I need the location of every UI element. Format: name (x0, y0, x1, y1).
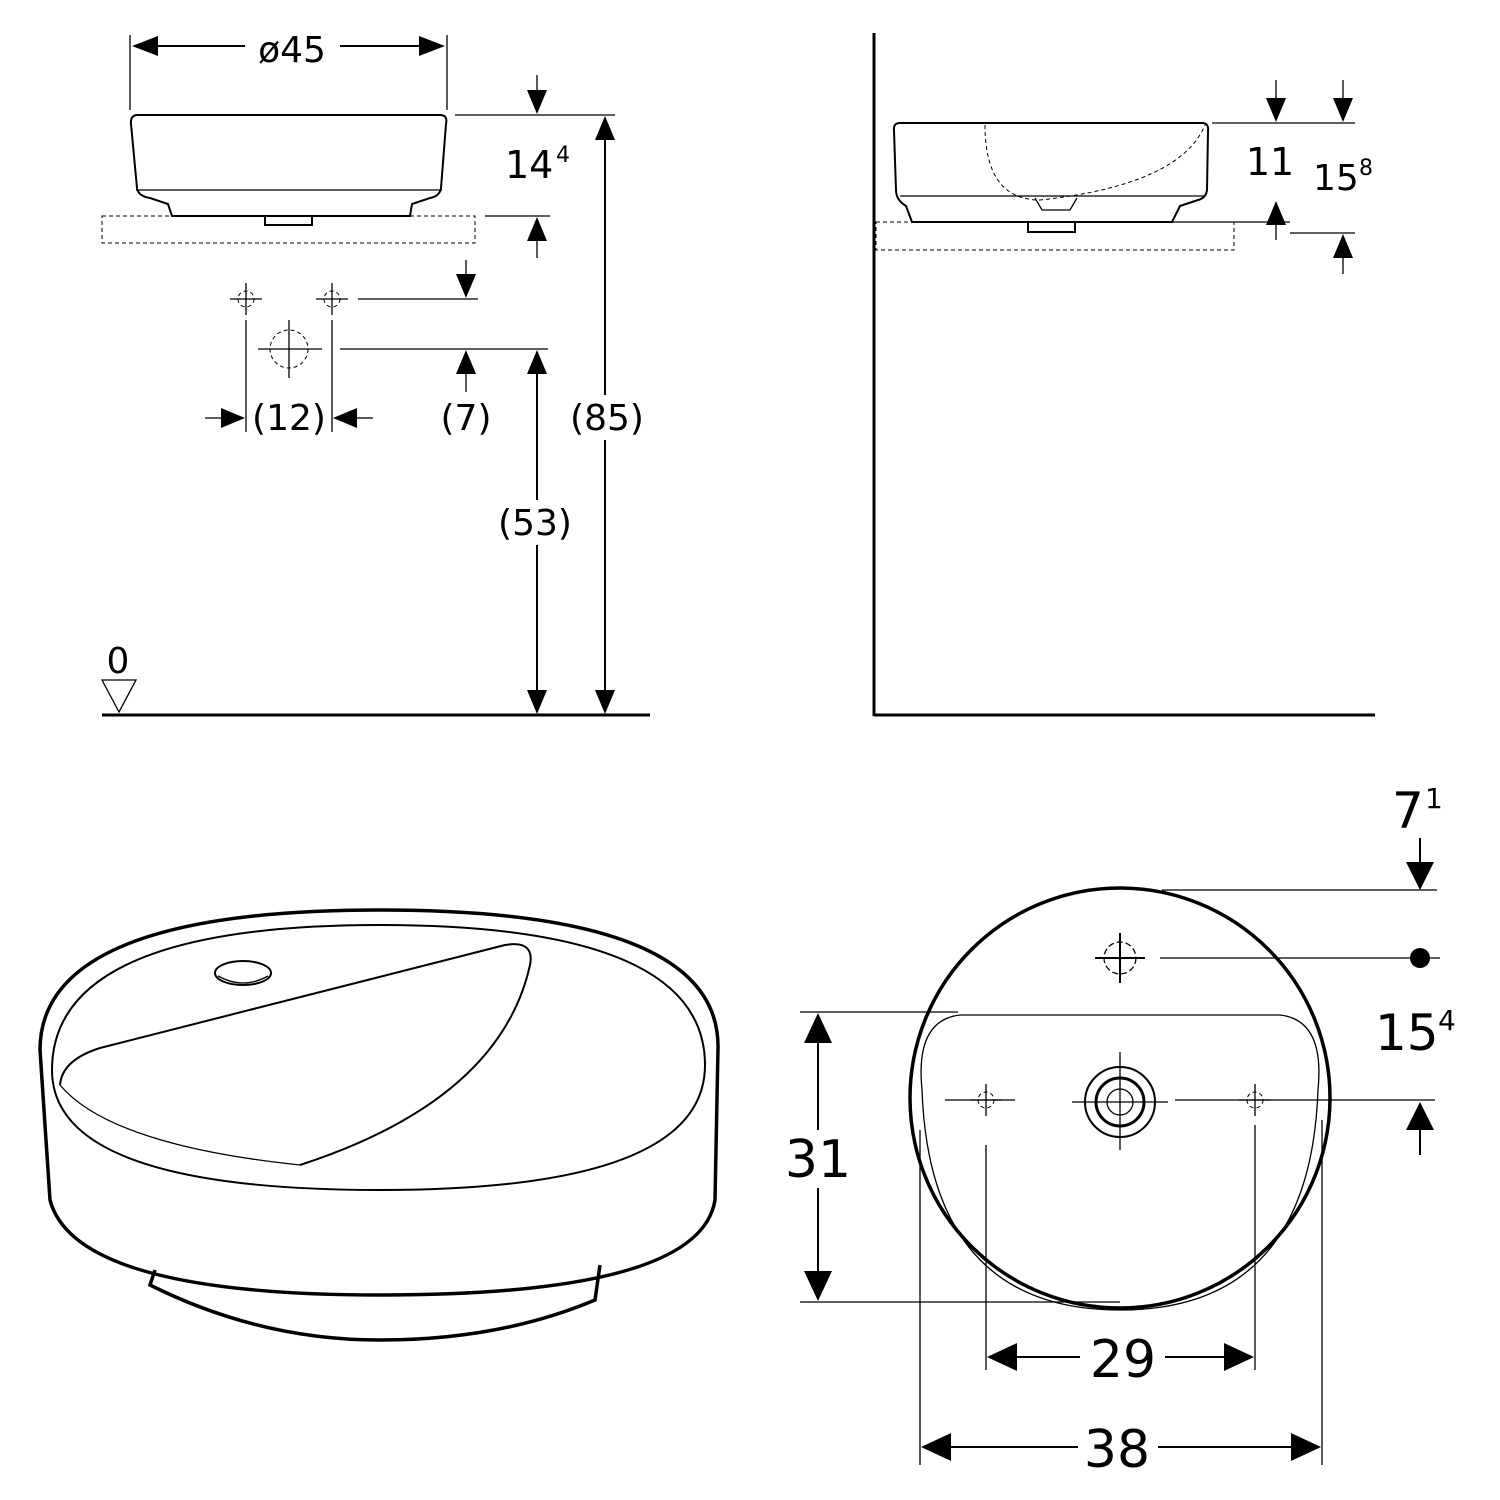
outer-height-sup: 8 (1359, 156, 1373, 181)
inner-width-label: 29 (1090, 1330, 1156, 1390)
floor-level-label: 0 (107, 641, 130, 682)
arrow-down-icon (1406, 862, 1434, 890)
arrow-left-icon (921, 1433, 951, 1461)
tap-hole-icon (214, 960, 272, 986)
arrow-up-icon (595, 116, 615, 140)
tap-hole-crosshair-icon (1095, 933, 1145, 983)
countertop-side-outline (875, 221, 1235, 251)
hole-spacing-label: (12) (252, 398, 326, 439)
arrow-right-icon (1291, 1433, 1321, 1461)
arrow-left-icon (987, 1343, 1017, 1371)
bowl-depth-label: 31 (785, 1130, 851, 1190)
outer-height-label: 15 (1313, 158, 1359, 199)
front-view: ø45 14 4 (7) (100, 30, 650, 717)
bowl-inner-edge (59, 943, 532, 1166)
drain-crosshair-icon (258, 320, 322, 378)
inner-height-label: 11 (1246, 140, 1294, 184)
arrow-up-icon (456, 350, 476, 374)
basin-inner-curve (984, 124, 1206, 201)
basin-front-outline (129, 114, 448, 217)
edge-offset-label: 7 (1392, 782, 1424, 840)
hole-offset-label-top: 15 (1375, 1004, 1439, 1062)
arrow-right-icon (419, 36, 445, 56)
reference-point-icon (1410, 948, 1430, 968)
arrow-down-icon (456, 274, 476, 298)
basin-side-outline (892, 122, 1210, 223)
arrow-down-icon (595, 690, 615, 714)
side-view: 11 15 8 (872, 33, 1375, 717)
bowl-height-label: 14 (505, 143, 553, 187)
tap-hole-left-icon (229, 282, 263, 316)
perspective-view (38, 908, 720, 1342)
bowl-top-outline (920, 1014, 1320, 1311)
basin-body-outline (38, 908, 720, 1297)
countertop-outline (101, 215, 476, 244)
arrow-down-icon (527, 90, 547, 114)
basin-top-outline (908, 886, 1332, 1310)
diameter-label: ø45 (258, 30, 326, 71)
arrow-left-icon (132, 36, 158, 56)
drain-top-icon (1072, 1052, 1168, 1150)
total-height-label: (85) (570, 398, 644, 439)
arrow-down-icon (1266, 98, 1286, 122)
arrow-down-icon (527, 690, 547, 714)
hole-offset-label: (7) (441, 398, 492, 439)
hole-offset-sup-top: 4 (1438, 1004, 1456, 1037)
arrow-right-icon (221, 408, 245, 428)
basin-foot (147, 1264, 602, 1342)
basin-rim (50, 923, 707, 1192)
arrow-right-icon (1224, 1343, 1254, 1371)
top-view: 7 1 15 4 31 29 38 (785, 782, 1456, 1480)
arrow-up-icon (804, 1013, 832, 1043)
arrow-up-icon (1333, 234, 1353, 258)
arrow-down-icon (1333, 98, 1353, 122)
drain-height-label: (53) (498, 503, 572, 544)
level-triangle-icon (100, 679, 138, 714)
arrow-up-icon (527, 217, 547, 241)
tap-hole-right-icon (315, 282, 349, 316)
arrow-up-icon (1406, 1102, 1434, 1130)
arrow-up-icon (527, 350, 547, 374)
arrow-up-icon (1266, 201, 1286, 225)
outer-width-label: 38 (1084, 1420, 1150, 1480)
edge-offset-sup: 1 (1425, 782, 1443, 815)
arrow-left-icon (333, 408, 357, 428)
drain-outlet (264, 216, 313, 226)
drain-outlet-side (1027, 222, 1076, 233)
bowl-height-sup: 4 (556, 143, 570, 168)
arrow-down-icon (804, 1271, 832, 1301)
